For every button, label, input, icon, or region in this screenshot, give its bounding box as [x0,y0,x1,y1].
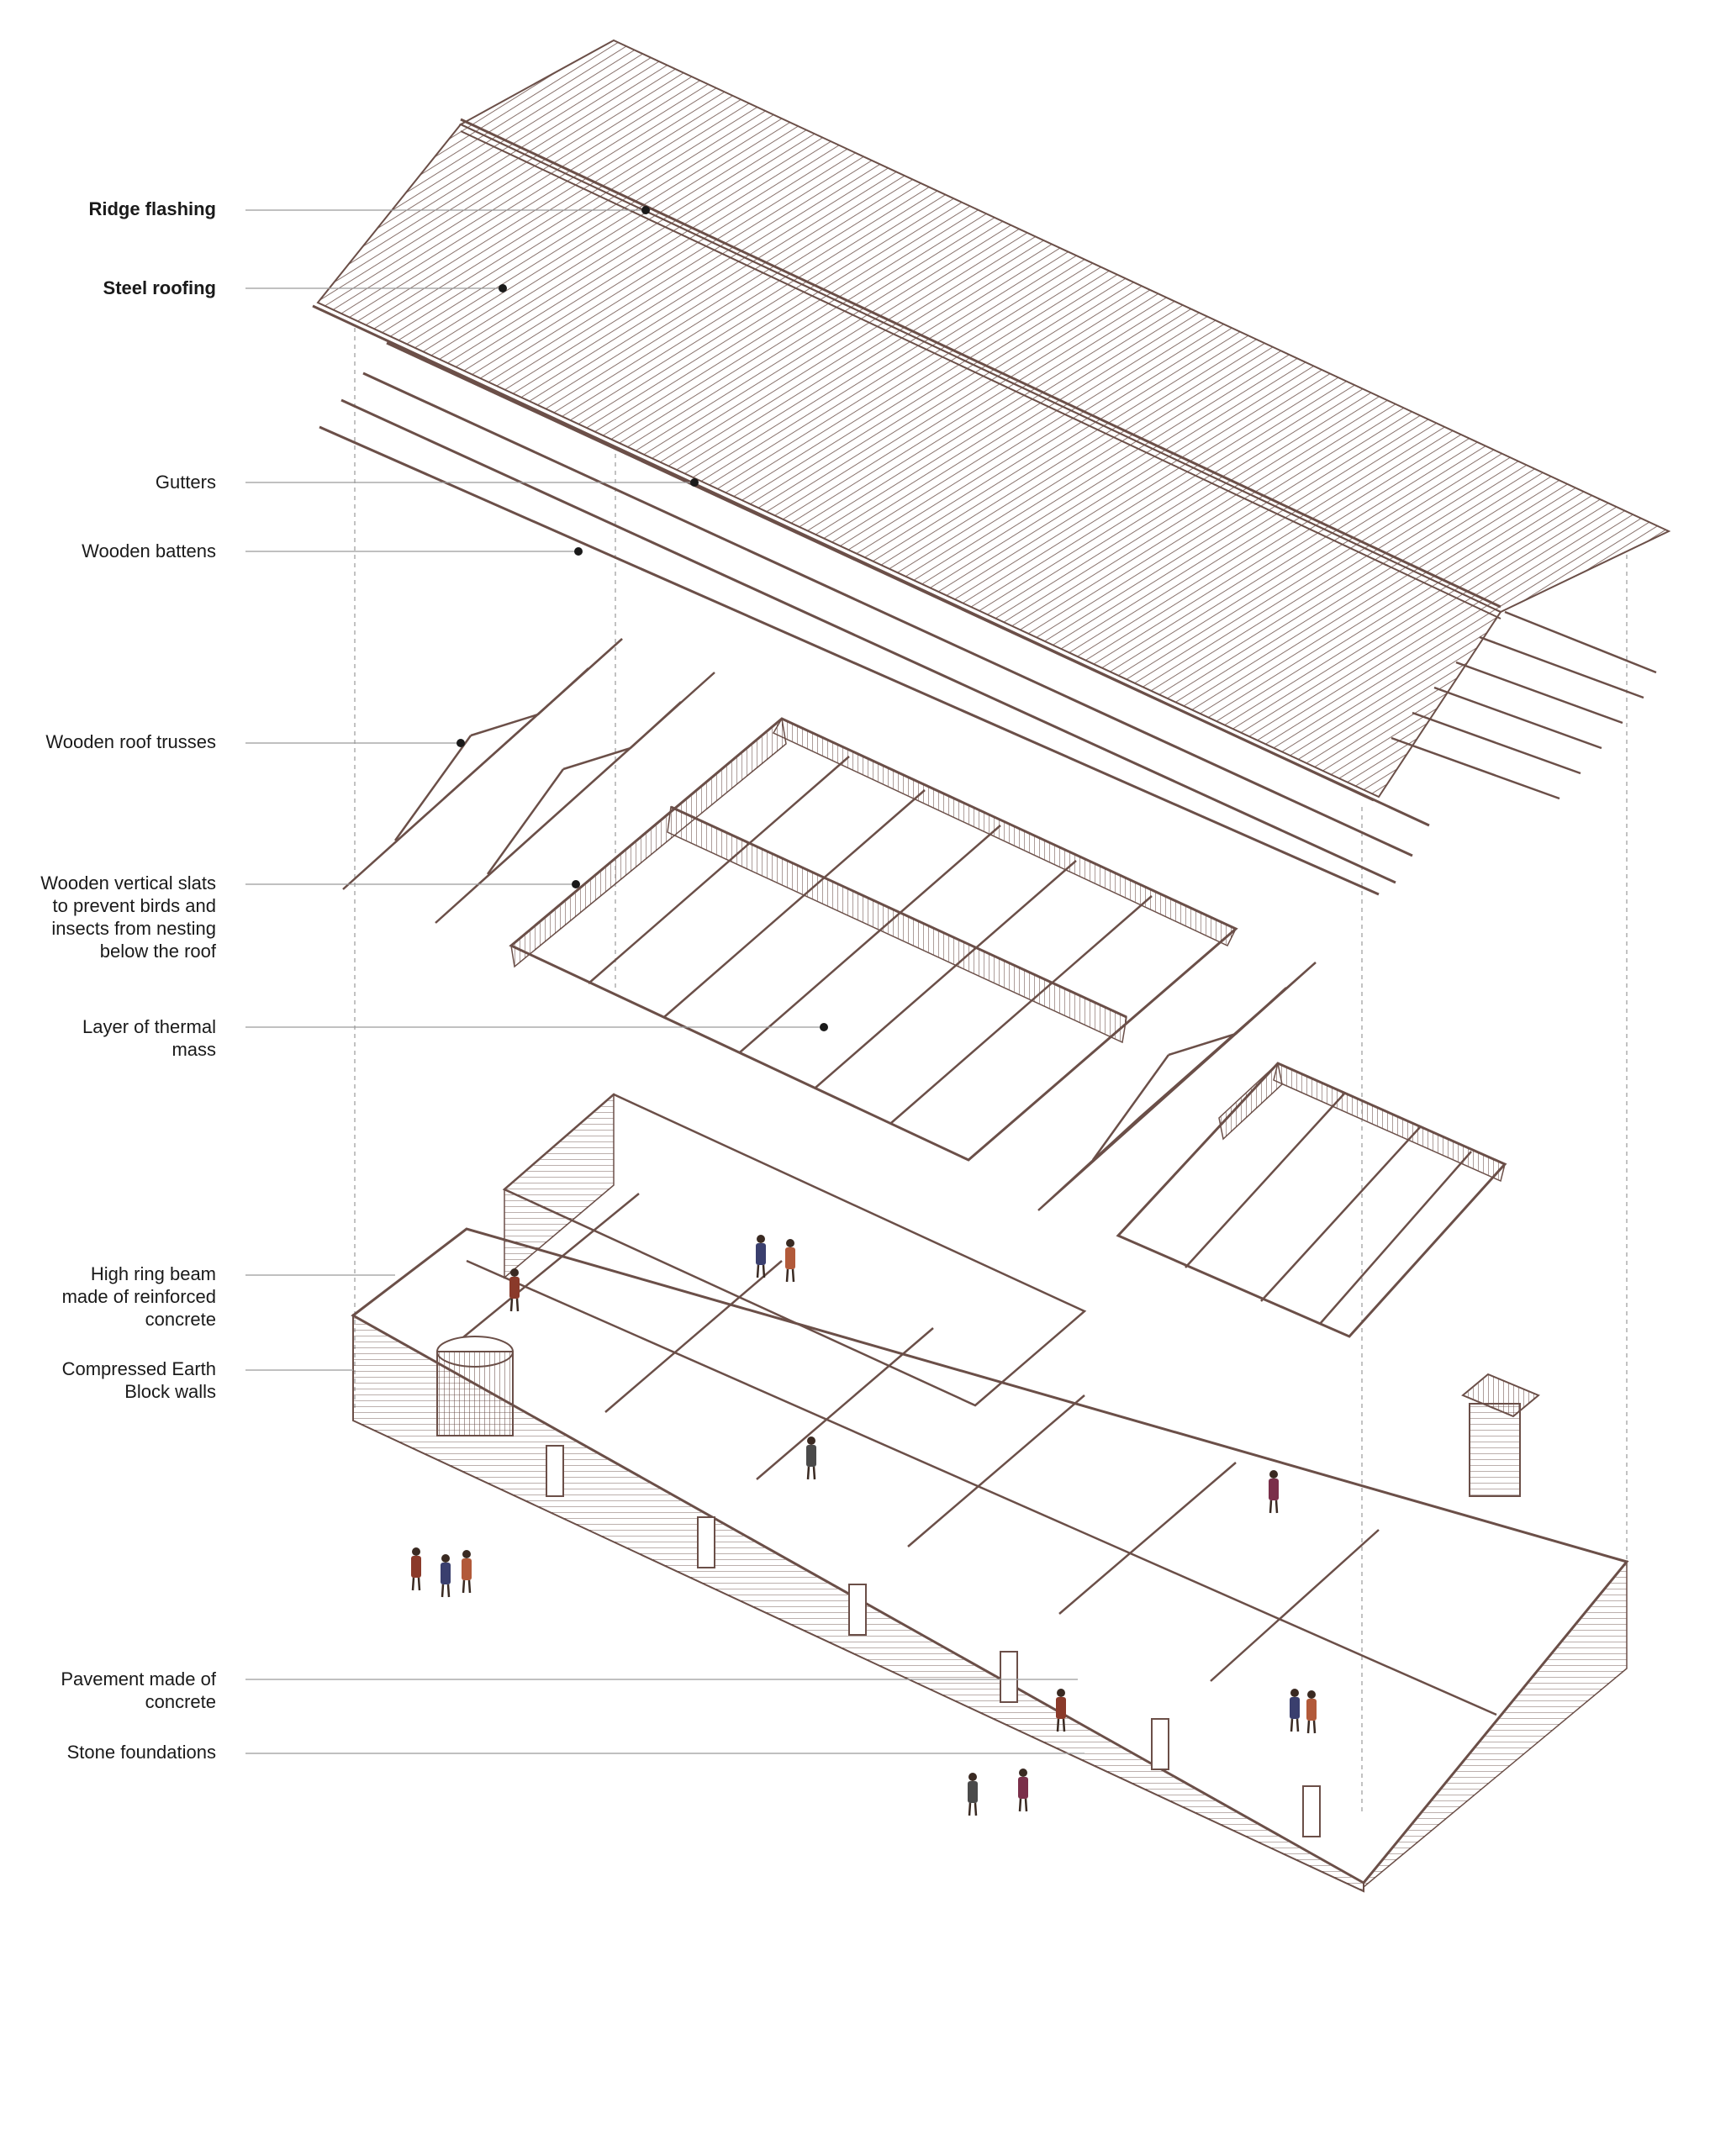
person-figure [462,1550,472,1594]
person-figure [441,1554,451,1598]
person-figure [1269,1470,1279,1514]
label-ridge-flashing: Ridge flashing [88,198,216,219]
thermal-mass-frame-upper [509,717,1238,1162]
chimney [1461,1373,1540,1497]
steel-roof [312,39,1671,802]
label-pavement: Pavement made of concrete [61,1668,216,1712]
label-thermal-mass: Layer of thermal mass [82,1016,216,1060]
person-figure [756,1235,766,1278]
label-ring-beam: High ring beam made of reinforced concre… [61,1263,216,1330]
label-stone-foundations: Stone foundations [66,1742,216,1763]
leader-dot-wooden-roof-trusses [456,739,465,747]
batten-ends [1391,610,1657,800]
water-tank [436,1336,514,1436]
person-figure [1290,1689,1300,1732]
label-ceb-walls: Compressed Earth Block walls [61,1358,216,1402]
thermal-mass-frame-lower [1116,1062,1507,1338]
label-gutters: Gutters [155,472,216,493]
person-figure [1306,1690,1317,1734]
person-figure [1056,1689,1066,1732]
person-figure [785,1239,795,1283]
person-figure [1018,1769,1028,1812]
leader-dot-wooden-vertical-slats [572,880,580,888]
person-figure [968,1773,978,1816]
person-figure [806,1436,816,1480]
label-steel-roofing: Steel roofing [103,277,216,298]
people-figures [411,1235,1317,1816]
person-figure [509,1268,520,1312]
leader-dot-steel-roofing [499,284,507,293]
gutters-and-battens [319,341,1430,896]
roof-trusses [342,638,1317,1211]
label-wooden-battens: Wooden battens [82,540,216,561]
alignment-lines [354,328,1628,1816]
leader-dot-gutters [690,478,699,487]
leader-dot-wooden-battens [574,547,583,556]
label-leaders [245,206,1085,1754]
person-figure [411,1547,421,1591]
label-wooden-roof-trusses: Wooden roof trusses [45,731,216,752]
leader-dot-ridge-flashing [641,206,650,214]
ground-floor-walls [351,1093,1629,1893]
leader-dot-thermal-mass [820,1023,828,1031]
label-wooden-vertical-slats: Wooden vertical slats to prevent birds a… [40,872,216,962]
